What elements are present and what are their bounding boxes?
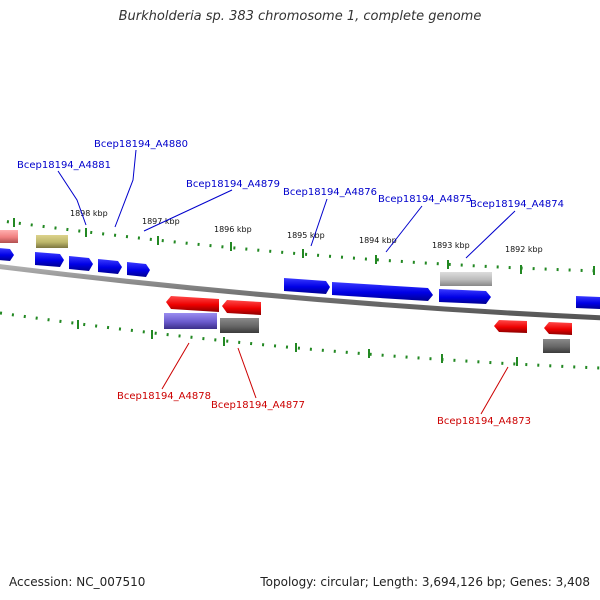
- gene-label-a4877[interactable]: Bcep18194_A4877: [211, 400, 305, 411]
- kbp-label: 1897 kbp: [142, 217, 180, 226]
- plus-strand-genes: [0, 248, 600, 309]
- feature-purple[interactable]: [164, 313, 217, 329]
- gene-arrow-plus[interactable]: [127, 262, 150, 277]
- gene-arrow-plus[interactable]: [69, 256, 93, 271]
- kbp-label: 1895 kbp: [287, 231, 325, 240]
- kbp-label: 1896 kbp: [214, 225, 252, 234]
- gene-arrow-plus[interactable]: [284, 278, 330, 294]
- kbp-label: 1892 kbp: [505, 245, 543, 254]
- gene-arrow-minus[interactable]: [544, 322, 572, 335]
- gene-arrow-plus[interactable]: [576, 296, 600, 309]
- gene-arrow-plus[interactable]: [332, 282, 433, 301]
- chromosome-backbone: [0, 264, 600, 321]
- plus-callouts: [57, 149, 516, 259]
- lower-tick-track: [0, 311, 600, 370]
- gene-arrow-plus[interactable]: [35, 252, 64, 267]
- kbp-label: 1893 kbp: [432, 241, 470, 250]
- feature-pink[interactable]: [0, 230, 18, 243]
- gene-label-a4873[interactable]: Bcep18194_A4873: [437, 416, 531, 427]
- gene-label-a4879[interactable]: Bcep18194_A4879: [186, 179, 280, 190]
- gene-label-a4880[interactable]: Bcep18194_A4880: [94, 139, 188, 150]
- gene-arrow-minus[interactable]: [222, 300, 261, 315]
- minus-callouts: [161, 342, 509, 415]
- gene-arrow-minus[interactable]: [166, 296, 219, 312]
- gene-arrow-plus[interactable]: [439, 289, 491, 304]
- gene-arrow-minus[interactable]: [494, 320, 527, 333]
- feature-gray[interactable]: [220, 318, 259, 333]
- gene-arrow-plus[interactable]: [0, 248, 14, 261]
- gene-label-a4881[interactable]: Bcep18194_A4881: [17, 160, 111, 171]
- lower-major-ticks: [77, 320, 518, 366]
- feature-olive[interactable]: [36, 235, 68, 248]
- feature-lightgray[interactable]: [440, 272, 492, 286]
- gene-label-a4874[interactable]: Bcep18194_A4874: [470, 199, 564, 210]
- map-title: Burkholderia sp. 383 chromosome 1, compl…: [118, 9, 482, 24]
- gene-label-a4876[interactable]: Bcep18194_A4876: [283, 187, 377, 198]
- upper-major-ticks: [13, 218, 595, 275]
- accession-text: Accession: NC_007510: [9, 575, 146, 589]
- feature-gray[interactable]: [543, 339, 570, 353]
- gene-label-a4875[interactable]: Bcep18194_A4875: [378, 194, 472, 205]
- kbp-label: 1894 kbp: [359, 236, 397, 245]
- gene-arrow-plus[interactable]: [98, 259, 122, 274]
- minus-strand-genes: [166, 296, 572, 335]
- topology-text: Topology: circular; Length: 3,694,126 bp…: [260, 575, 590, 589]
- gene-label-a4878[interactable]: Bcep18194_A4878: [117, 391, 211, 402]
- kbp-label: 1898 kbp: [70, 209, 108, 218]
